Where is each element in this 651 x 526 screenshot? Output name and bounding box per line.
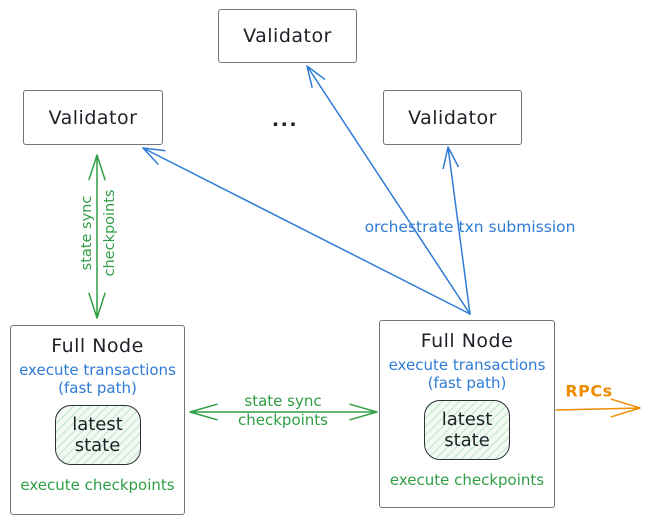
execute-checkpoints-label: execute checkpoints <box>389 471 545 490</box>
latest-state-line2: state <box>74 435 121 457</box>
latest-state-line2: state <box>444 430 490 452</box>
fast-path-label: (fast path) <box>58 378 137 397</box>
rpcs-arrow <box>555 398 641 418</box>
latest-state-box: latest state <box>424 400 510 461</box>
orchestrate-arrow-to-top-validator <box>306 65 471 315</box>
validator-label: Validator <box>48 106 138 129</box>
full-node-left: Full Node execute transactions (fast pat… <box>10 325 185 515</box>
validator-label: Validator <box>408 106 497 129</box>
validator-node-top: Validator <box>218 9 357 63</box>
full-node-title: Full Node <box>51 335 144 357</box>
execute-transactions-label: execute transactions <box>388 356 546 374</box>
state-sync-horizontal-arrow <box>189 403 378 421</box>
execute-checkpoints-label: execute checkpoints <box>20 476 175 495</box>
orchestrate-arrow-to-right-validator <box>442 146 471 315</box>
latest-state-box: latest state <box>54 405 141 466</box>
state-sync-vertical-arrow <box>88 154 106 319</box>
orchestrate-arrow-to-left-validator <box>142 147 471 315</box>
execute-transactions-label: execute transactions <box>19 361 176 379</box>
latest-state-line1: latest <box>441 408 493 430</box>
full-node-title: Full Node <box>420 330 514 352</box>
validator-node-right: Validator <box>383 90 522 145</box>
validator-label: Validator <box>243 25 332 47</box>
fast-path-label: (fast path) <box>427 373 507 392</box>
latest-state-line1: latest <box>72 413 123 435</box>
validator-node-left: Validator <box>23 90 163 145</box>
full-node-right: Full Node execute transactions (fast pat… <box>379 320 555 508</box>
